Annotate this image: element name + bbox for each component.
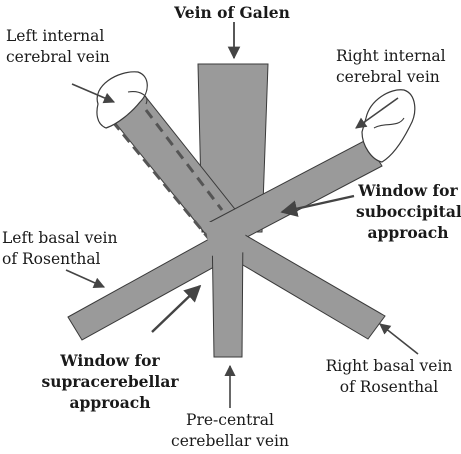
- left-internal-cerebral-dashed-edge-inner: [144, 109, 224, 211]
- label-right-internal-cerebral-line-1: Right internal: [336, 47, 446, 65]
- left-internal-cerebral-sketch: [96, 71, 148, 129]
- label-right-internal-cerebral-line-2: cerebral vein: [336, 68, 440, 86]
- label-precentral-line-2: cerebellar vein: [171, 432, 289, 450]
- label-left-basal-vein: Left basal vein of Rosenthal: [2, 228, 117, 270]
- label-precentral-cerebellar-vein: Pre-central cerebellar vein: [168, 410, 292, 452]
- label-right-basal-vein: Right basal vein of Rosenthal: [320, 356, 458, 398]
- label-window-supracerebellar-line-3: approach: [69, 393, 151, 412]
- label-left-basal-line-1: Left basal vein: [2, 229, 118, 247]
- arrow-window-supracerebellar: [151, 284, 202, 333]
- arrow-right-basal-vein: [379, 323, 419, 355]
- label-right-internal-cerebral-vein: Right internal cerebral vein: [336, 46, 446, 88]
- label-left-internal-cerebral-line-1: Left internal: [6, 27, 105, 45]
- label-window-suboccipital-line-1: Window for: [358, 181, 458, 200]
- label-window-suboccipital: Window for suboccipital approach: [356, 180, 461, 243]
- label-precentral-line-1: Pre-central: [186, 411, 274, 429]
- label-window-supracerebellar-line-2: supracerebellar: [41, 372, 179, 391]
- label-right-basal-line-1: Right basal vein: [325, 357, 453, 375]
- venous-junction: [205, 222, 246, 256]
- left-internal-cerebral-sketch-curl: [127, 91, 148, 105]
- label-vein-of-galen-text: Vein of Galen: [174, 3, 290, 22]
- arrow-left-basal-vein: [65, 269, 106, 288]
- label-right-basal-line-2: of Rosenthal: [339, 378, 439, 396]
- right-internal-cerebral-sketch: [361, 89, 416, 163]
- label-window-suboccipital-line-2: suboccipital: [356, 202, 461, 221]
- arrow-window-suboccipital: [280, 194, 355, 217]
- label-window-supracerebellar: Window for supracerebellar approach: [40, 350, 180, 413]
- label-window-supracerebellar-line-1: Window for: [60, 351, 160, 370]
- arrow-left-internal-cerebral: [71, 83, 116, 104]
- label-left-internal-cerebral-line-2: cerebral vein: [6, 48, 110, 66]
- label-window-suboccipital-line-3: approach: [367, 223, 449, 242]
- label-vein-of-galen: Vein of Galen: [170, 2, 294, 23]
- right-internal-cerebral-sketch-curl: [373, 117, 405, 129]
- label-left-basal-line-2: of Rosenthal: [2, 250, 101, 268]
- left-internal-cerebral-dashed-edge: [111, 121, 212, 241]
- label-left-internal-cerebral-vein: Left internal cerebral vein: [6, 26, 110, 68]
- arrow-right-internal-cerebral: [355, 97, 399, 129]
